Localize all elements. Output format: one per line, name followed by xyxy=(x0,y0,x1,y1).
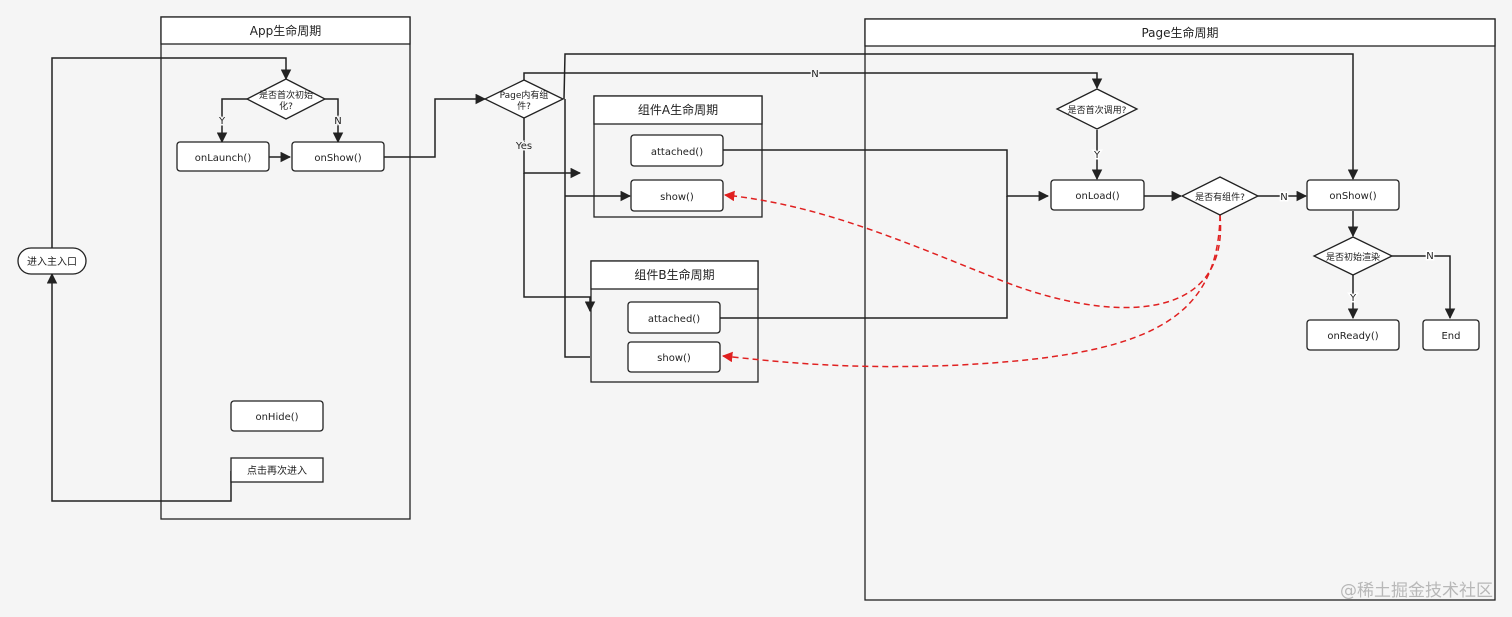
node-app-first-init-decision: 是否首次初始 化? xyxy=(245,78,327,120)
app-lane: App生命周期 xyxy=(160,16,411,520)
label-n-top: N xyxy=(811,69,818,80)
node-onlaunch: onLaunch() xyxy=(176,141,270,172)
node-page-has-component-decision: Page内有组 件? xyxy=(483,79,565,119)
edge-page-decision-yes-to-a xyxy=(523,117,582,179)
label-y1: Y xyxy=(218,116,226,127)
node-reenter: 点击再次进入 xyxy=(230,457,324,483)
label-y-first: Y xyxy=(1093,150,1101,161)
node-b-attached: attached() xyxy=(627,301,721,334)
node-page-onshow: onShow() xyxy=(1306,179,1400,211)
edge-labels: Y N Yes N Y N Y N xyxy=(216,68,1435,306)
edge-reenter-to-enter xyxy=(46,272,232,502)
label-n-comp: N xyxy=(1280,192,1287,203)
label-yes: Yes xyxy=(515,141,532,152)
node-b-show: show() xyxy=(627,341,721,373)
edge-enter-to-app-decision xyxy=(51,57,292,248)
node-onlaunch-label: onLaunch() xyxy=(195,153,252,164)
node-a-show-label: show() xyxy=(660,192,694,203)
watermark: @稀土掘金技术社区 xyxy=(1340,581,1493,601)
edge-dashed-to-b-show xyxy=(721,214,1221,368)
edge-dashed-to-a-show xyxy=(723,190,1222,309)
node-first-call-label: 是否首次调用? xyxy=(1068,104,1127,116)
edge-page-decision-right-to-onshow xyxy=(563,53,1359,181)
node-onready-label: onReady() xyxy=(1327,331,1378,342)
node-app-first-init-line2: 化? xyxy=(279,100,293,112)
node-init-render-decision: 是否初始渲染 xyxy=(1312,236,1394,276)
edge-app-onshow-to-page-decision xyxy=(384,93,487,158)
component-a-lane-title: 组件A生命周期 xyxy=(638,102,718,117)
app-lane-title: App生命周期 xyxy=(250,23,321,38)
node-a-show: show() xyxy=(630,179,724,212)
node-onload: onLoad() xyxy=(1050,179,1145,211)
node-b-attached-label: attached() xyxy=(648,314,700,325)
node-page-has-component-line2: 件? xyxy=(517,100,531,112)
component-b-lane-title: 组件B生命周期 xyxy=(634,267,714,282)
node-page-onshow-label: onShow() xyxy=(1329,191,1376,202)
node-has-component-label: 是否有组件? xyxy=(1195,191,1245,203)
page-lane-title: Page生命周期 xyxy=(1141,25,1218,40)
node-a-attached: attached() xyxy=(630,134,724,167)
label-n1: N xyxy=(334,116,341,127)
node-app-onshow-label: onShow() xyxy=(314,153,361,164)
node-onload-label: onLoad() xyxy=(1075,191,1119,202)
node-onhide: onHide() xyxy=(230,400,324,432)
node-onhide-label: onHide() xyxy=(255,412,298,423)
page-lane: Page生命周期 xyxy=(864,18,1496,601)
node-b-show-label: show() xyxy=(657,353,691,364)
edge-app-decision-to-onshow xyxy=(325,98,344,144)
edge-init-render-to-end xyxy=(1392,255,1456,320)
node-app-first-init-line1: 是否首次初始 xyxy=(259,89,313,101)
edges xyxy=(46,53,1456,502)
node-end: End xyxy=(1422,319,1480,351)
node-enter-label: 进入主入口 xyxy=(27,256,77,268)
node-page-has-component-line1: Page内有组 xyxy=(500,89,549,101)
label-y-render: Y xyxy=(1349,293,1357,304)
edge-app-decision-to-onlaunch xyxy=(216,98,247,144)
node-end-label: End xyxy=(1441,331,1460,342)
label-n-render: N xyxy=(1426,251,1433,262)
node-enter: 进入主入口 xyxy=(17,247,87,275)
edge-page-decision-yes-to-b xyxy=(523,173,596,313)
node-has-component-decision: 是否有组件? xyxy=(1180,176,1260,216)
node-init-render-label: 是否初始渲染 xyxy=(1326,251,1380,263)
node-a-attached-label: attached() xyxy=(651,147,703,158)
node-reenter-label: 点击再次进入 xyxy=(247,464,307,477)
edge-a-attached-to-onload xyxy=(722,149,1050,202)
node-onready: onReady() xyxy=(1306,319,1400,351)
edge-b-attached-to-onload xyxy=(720,196,1008,319)
node-app-onshow: onShow() xyxy=(291,141,385,172)
node-first-call-decision: 是否首次调用? xyxy=(1055,88,1139,130)
edge-page-decision-to-b-show xyxy=(564,99,590,358)
